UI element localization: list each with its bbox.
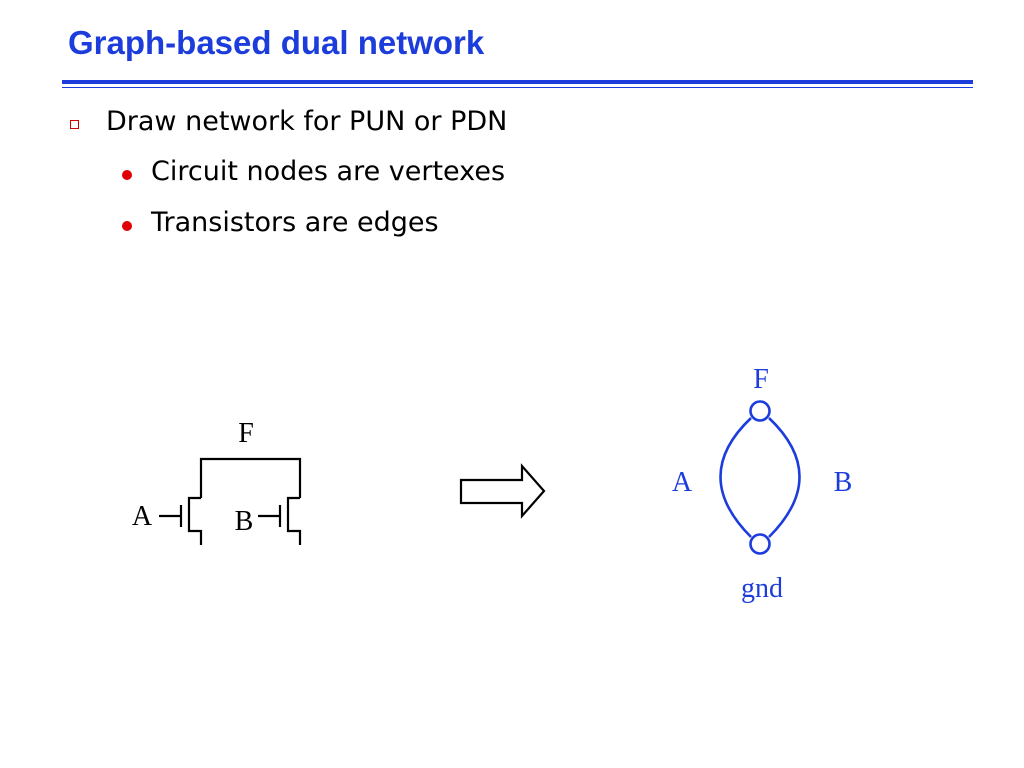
slide-title: Graph-based dual network: [68, 24, 485, 61]
output-wire: [199, 457, 302, 498]
circuit-input-b-label: B: [235, 506, 254, 537]
title-rule-thin: [62, 87, 973, 88]
graph-edge-a-label: A: [672, 467, 693, 498]
circuit-output-label: F: [238, 418, 254, 449]
transistor-circuit: [159, 457, 302, 545]
subbullet-text: Transistors are edges: [151, 207, 439, 238]
transistor-b: [258, 496, 302, 545]
dot-bullet-icon: [122, 170, 132, 180]
title-rule-thick: [62, 80, 973, 84]
graph-node-top: [749, 400, 771, 422]
graph-edge-b-label: B: [834, 467, 853, 498]
graph-edge-b: [768, 417, 801, 538]
graph-top-node-label: F: [753, 364, 769, 395]
square-bullet-icon: [70, 120, 79, 129]
graph-edge-a: [719, 417, 752, 538]
bullet-text: Draw network for PUN or PDN: [106, 106, 508, 137]
graph-node-bottom: [749, 533, 771, 555]
dual-graph: [719, 400, 801, 555]
subbullet-text: Circuit nodes are vertexes: [151, 156, 506, 187]
graph-bottom-node-label: gnd: [741, 573, 783, 604]
transform-arrow-icon: [459, 463, 546, 519]
dot-bullet-icon: [122, 221, 132, 231]
circuit-input-a-label: A: [132, 501, 153, 532]
transistor-a: [159, 496, 203, 545]
